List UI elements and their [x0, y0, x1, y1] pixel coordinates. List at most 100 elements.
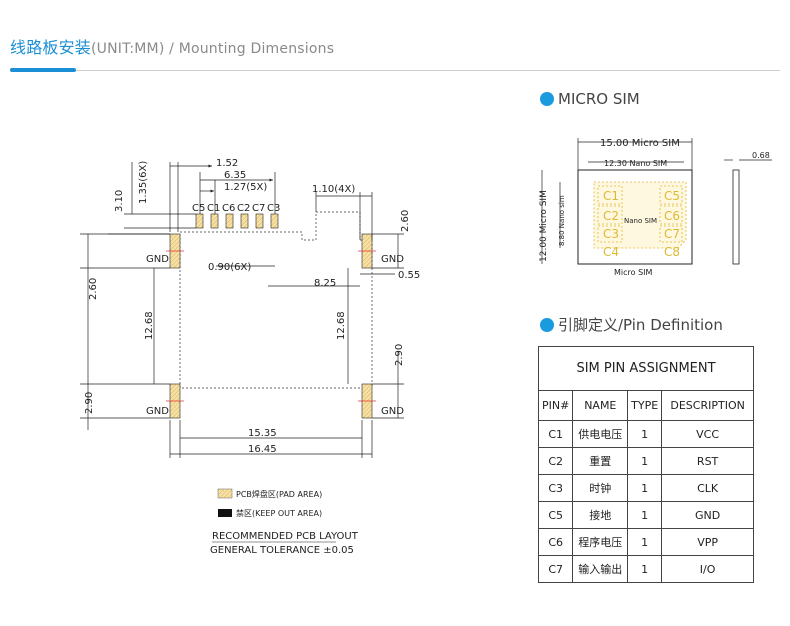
dim-8-25: 8.25: [314, 278, 336, 289]
pin-def-title: 引脚定义/Pin Definition: [540, 314, 723, 335]
cell-pin: C2: [537, 447, 574, 475]
col-name: NAME: [572, 390, 629, 421]
dim-0-90: 0.90(6X): [208, 262, 251, 273]
nano-sim-outline: [593, 181, 687, 249]
cell-type: 1: [627, 528, 663, 556]
cell-name: 时钟: [572, 474, 629, 502]
col-type: TYPE: [627, 390, 663, 421]
contact-c6: C6: [664, 209, 680, 223]
dim-1-52: 1.52: [216, 158, 238, 169]
dim-0-55: 0.55: [398, 270, 420, 281]
gnd-label-tl: GND: [146, 254, 169, 265]
pin-def-title-text: 引脚定义/Pin Definition: [558, 316, 723, 334]
col-description: DESCRIPTION: [661, 390, 754, 421]
pin-table-header: PIN# NAME TYPE DESCRIPTION: [537, 390, 754, 421]
micro-sim-drawing: 15.00 Micro SIM 12.30 Nano SIM C1 C5 C2 …: [539, 138, 772, 277]
legend-pad-swatch: [217, 488, 233, 499]
header-accent-bar: [10, 68, 76, 72]
cell-type: 1: [627, 447, 663, 475]
table-row: C5 接地 1 GND: [537, 501, 754, 529]
bullet-dot-icon: [540, 92, 554, 106]
legend-keepout-label: 禁区(KEEP OUT AREA): [236, 509, 322, 518]
page-header: 线路板安装(UNIT:MM) / Mounting Dimensions: [10, 34, 334, 58]
dim-12-68-left: 12.68: [144, 311, 155, 340]
pin-table-caption: SIM PIN ASSIGNMENT: [538, 346, 754, 391]
gnd-label-br: GND: [381, 406, 404, 417]
table-row: C7 输入输出 1 I/O: [537, 555, 754, 583]
pin-label-c2: C2: [237, 203, 250, 214]
cell-pin: C7: [537, 555, 574, 583]
sim-thickness-side: [732, 169, 740, 265]
cell-type: 1: [627, 501, 663, 529]
dim-2-60-left: 2.60: [88, 278, 99, 300]
contact-c2: C2: [603, 209, 619, 223]
sim-thickness-label: 0.68: [752, 151, 770, 160]
cell-pin: C6: [537, 528, 574, 556]
dim-6-35: 6.35: [224, 170, 246, 181]
contact-c3: C3: [603, 227, 619, 241]
dim-15-35: 15.35: [248, 428, 277, 439]
dim-1-10: 1.10(4X): [312, 184, 355, 195]
micro-sim-title: MICRO SIM: [540, 90, 640, 108]
contact-c4: C4: [603, 245, 619, 259]
signal-pads: [195, 213, 279, 229]
cell-description: VCC: [661, 420, 754, 448]
header-title-en: (UNIT:MM) / Mounting Dimensions: [91, 41, 335, 57]
pcb-caption: RECOMMENDED PCB LAYOUT: [212, 531, 359, 542]
dim-2-60-right: 2.60: [400, 210, 411, 232]
cell-type: 1: [627, 474, 663, 502]
header-divider: [10, 70, 780, 71]
col-pin: PIN#: [537, 390, 574, 421]
bullet-dot-icon: [540, 317, 554, 332]
pin-label-c7: C7: [252, 203, 265, 214]
cell-description: VPP: [661, 528, 754, 556]
micro-width-label: 15.00 Micro SIM: [600, 138, 680, 149]
cell-name: 接地: [572, 501, 629, 529]
contact-c7: C7: [664, 227, 680, 241]
gnd-label-tr: GND: [381, 254, 404, 265]
pin-label-c1: C1: [207, 203, 220, 214]
table-row: C6 程序电压 1 VPP: [537, 528, 754, 556]
pcb-layout-drawing: C5 C1 C6 C2 C7 C3 GND GND GND GND: [80, 158, 420, 556]
micro-sim-label: Micro SIM: [614, 268, 653, 277]
pin-label-c3: C3: [267, 203, 280, 214]
legend-keepout-swatch: [218, 509, 232, 517]
dim-16-45: 16.45: [248, 444, 277, 455]
cell-name: 程序电压: [572, 528, 629, 556]
cell-description: RST: [661, 447, 754, 475]
micro-height-label: 12.00 Micro SIM: [539, 190, 549, 262]
nano-width-label: 12.30 Nano SIM: [604, 159, 667, 168]
dim-1-27: 1.27(5X): [224, 182, 267, 193]
dim-12-68-right: 12.68: [336, 311, 347, 340]
pcb-tolerance: GENERAL TOLERANCE ±0.05: [210, 545, 354, 556]
contact-c1: C1: [603, 189, 619, 203]
cell-pin: C5: [537, 501, 574, 529]
micro-sim-title-text: MICRO SIM: [558, 90, 640, 108]
legend-pad-label: PCB焊盘区(PAD AREA): [236, 489, 322, 499]
pin-assignment-table: SIM PIN ASSIGNMENT PIN# NAME TYPE DESCRI…: [537, 346, 754, 583]
contact-c8: C8: [664, 245, 680, 259]
dim-2-90-left: 2.90: [84, 392, 95, 414]
cell-name: 重置: [572, 447, 629, 475]
sim-contacts: [597, 185, 683, 243]
gnd-label-bl: GND: [146, 406, 169, 417]
table-row: C1 供电电压 1 VCC: [537, 420, 754, 448]
cell-type: 1: [627, 420, 663, 448]
cell-type: 1: [627, 555, 663, 583]
dim-1-35: 1.35(6X): [138, 161, 149, 204]
table-row: C3 时钟 1 CLK: [537, 474, 754, 502]
cell-name: 供电电压: [572, 420, 629, 448]
cell-pin: C3: [537, 474, 574, 502]
pin-label-c6: C6: [222, 203, 235, 214]
cell-pin: C1: [537, 420, 574, 448]
contact-c5: C5: [664, 189, 680, 203]
nano-height-label: 8.80 Nano sim: [558, 195, 566, 246]
table-row: C2 重置 1 RST: [537, 447, 754, 475]
cell-description: I/O: [661, 555, 754, 583]
connector-outline: [179, 211, 373, 389]
cell-description: CLK: [661, 474, 754, 502]
dim-2-90-right: 2.90: [394, 344, 405, 366]
header-title-cn: 线路板安装: [10, 38, 92, 57]
cell-name: 输入输出: [572, 555, 629, 583]
cell-description: GND: [661, 501, 754, 529]
